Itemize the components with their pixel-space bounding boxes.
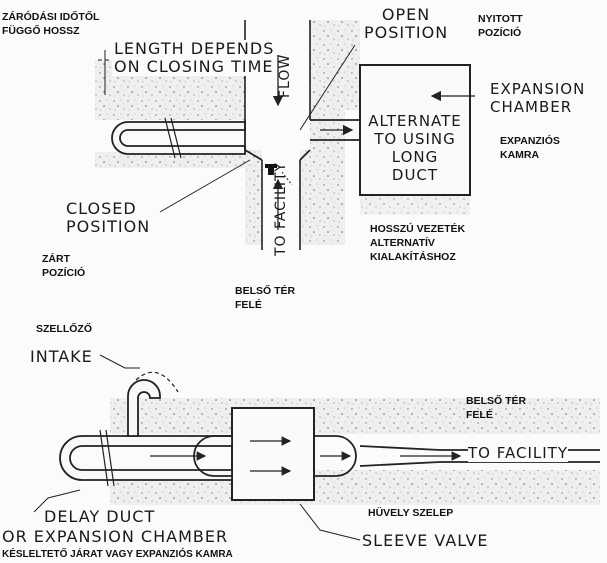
sleeve-valve-box — [231, 407, 315, 501]
hu-facility-inside-bottom-label: BELSŐ TÉR FELÉ — [466, 395, 527, 421]
alternate-long-duct-label: ALTERNATE TO USING LONG DUCT — [368, 112, 462, 184]
top-u-duct — [111, 117, 246, 159]
hu-vent-label: SZELLŐZŐ — [36, 323, 92, 335]
intake-label: INTAKE — [30, 347, 93, 366]
intake-pipe — [127, 371, 179, 437]
top-junction — [244, 119, 360, 161]
hu-closed-label: ZÁRT POZÍCIÓ — [42, 253, 86, 279]
hu-closing-time-label: ZÁRÓDÁSI IDŐTŐL FÜGGŐ HOSSZ — [2, 11, 100, 37]
top-leaders — [159, 44, 356, 213]
delay-duct-label: DELAY DUCT — [44, 507, 156, 526]
hu-delay-label: KÉSLELTETŐ JÁRAT VAGY EXPANZIÓS KAMRA — [2, 549, 233, 560]
hu-open-label: NYITOTT POZÍCIÓ — [478, 13, 523, 39]
to-facility-top-label: TO FACILITY — [273, 161, 289, 256]
sleeve-valve-label: SLEEVE VALVE — [362, 531, 489, 550]
closed-valve-mark — [265, 164, 293, 186]
expansion-chamber-label: EXPANSION CHAMBER — [490, 80, 586, 116]
bottom-leaders — [33, 354, 361, 541]
sleeve-channels — [193, 435, 600, 477]
to-facility-bottom-label: TO FACILITY — [468, 444, 568, 462]
bottom-arrows — [150, 436, 462, 476]
length-depends-label: LENGTH DEPENDS ON CLOSING TIME — [112, 39, 277, 76]
open-position-label: OPEN POSITION — [364, 5, 449, 42]
closed-position-label: CLOSED POSITION — [66, 199, 151, 236]
or-expansion-chamber-label: OR EXPANSION CHAMBER — [2, 527, 229, 546]
hu-facility-inside-top-label: BELSŐ TÉR FELÉ — [235, 285, 296, 311]
hu-sleeve-label: HÜVELY SZELEP — [368, 507, 454, 519]
hu-long-duct-label: HOSSZÚ VEZETÉK ALTERNATÍV KIALAKÍTÁSHOZ — [370, 223, 466, 263]
expansion-chamber-box — [359, 64, 471, 196]
flow-label: FLOW — [277, 53, 293, 98]
hu-expansion-label: EXPANZIÓS KAMRA — [500, 135, 560, 161]
